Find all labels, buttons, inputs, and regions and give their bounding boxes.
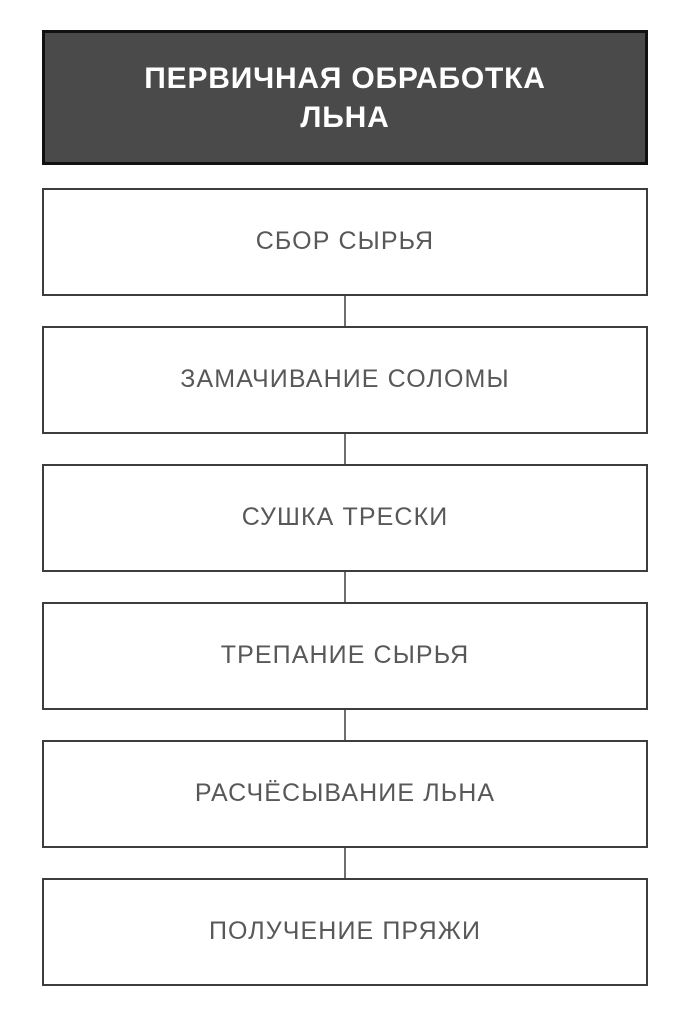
flowchart-step-2-label: ЗАМАЧИВАНИЕ СОЛОМЫ	[180, 365, 510, 394]
flowchart-step-3: СУШКА ТРЕСКИ	[42, 464, 648, 572]
connector-line-icon	[344, 296, 346, 326]
flowchart-step-4: ТРЕПАНИЕ СЫРЬЯ	[42, 602, 648, 710]
flowchart-step-6: ПОЛУЧЕНИЕ ПРЯЖИ	[42, 878, 648, 986]
flowchart-step-1-label: СБОР СЫРЬЯ	[255, 227, 435, 256]
connector-5-6	[42, 848, 648, 878]
flowchart-step-4-label: ТРЕПАНИЕ СЫРЬЯ	[220, 641, 470, 670]
flowchart-step-5-label: РАСЧЁСЫВАНИЕ ЛЬНА	[194, 779, 496, 808]
flowchart-step-6-label: ПОЛУЧЕНИЕ ПРЯЖИ	[208, 917, 482, 946]
connector-line-icon	[344, 572, 346, 602]
connector-4-5	[42, 710, 648, 740]
connector-1-2	[42, 296, 648, 326]
connector-line-icon	[344, 434, 346, 464]
flowchart-step-1: СБОР СЫРЬЯ	[42, 188, 648, 296]
flowchart-header-node: ПЕРВИЧНАЯ ОБРАБОТКА ЛЬНА	[42, 30, 648, 165]
connector-line-icon	[344, 848, 346, 878]
connector-line-icon	[344, 710, 346, 740]
connector-2-3	[42, 434, 648, 464]
flowchart-step-5: РАСЧЁСЫВАНИЕ ЛЬНА	[42, 740, 648, 848]
flowchart-step-2: ЗАМАЧИВАНИЕ СОЛОМЫ	[42, 326, 648, 434]
flowchart-header-label: ПЕРВИЧНАЯ ОБРАБОТКА ЛЬНА	[144, 61, 546, 134]
flowchart-step-3-label: СУШКА ТРЕСКИ	[241, 503, 449, 532]
header-to-step-gap	[42, 165, 648, 188]
connector-3-4	[42, 572, 648, 602]
